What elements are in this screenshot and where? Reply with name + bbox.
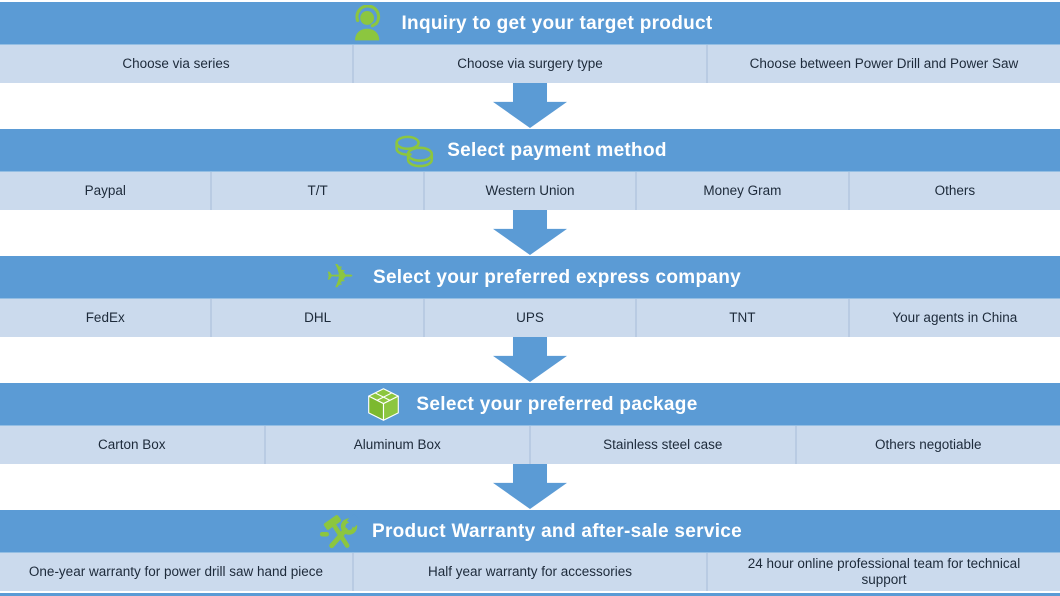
option-label: Stainless steel case [603,436,723,452]
option-label: Others negotiable [874,436,982,452]
bottom-border [0,593,1060,596]
option-cell: FedEx [0,299,211,337]
flow-connector [0,210,1060,256]
options-row-express: FedEx DHL UPS TNT Your agents in China [0,299,1060,337]
section-title: Select payment method [447,139,667,161]
option-label: Choose via series [122,55,230,71]
down-arrow-icon [493,337,567,382]
option-label: T/T [307,182,328,198]
option-cell: Aluminum Box [265,426,529,464]
option-label: Carton Box [97,436,166,452]
tools-icon [318,511,360,553]
option-cell: Choose via series [0,45,352,83]
option-cell: Others [849,172,1060,210]
option-label: FedEx [85,309,125,325]
section-title: Select your preferred package [416,393,698,415]
section-header-express: ✈ Select your preferred express company [0,256,1060,299]
section-header-inquiry: Inquiry to get your target product [0,2,1060,45]
option-label: DHL [304,309,332,325]
bottom-padding [0,591,1060,593]
option-label: Choose between Power Drill and Power Saw [749,55,1019,71]
option-cell: Paypal [0,172,211,210]
flow-connector [0,337,1060,383]
option-label: Western Union [485,182,575,198]
option-cell: One-year warranty for power drill saw ha… [0,553,352,591]
airplane-icon: ✈ [325,257,355,296]
options-row-payment: Paypal T/T Western Union Money Gram Others [0,172,1060,210]
section-header-warranty: Product Warranty and after-sale service [0,510,1060,553]
option-cell: Money Gram [637,172,848,210]
option-label: Aluminum Box [353,436,441,452]
down-arrow-icon [493,83,567,128]
option-cell: Half year warranty for accessories [354,553,706,591]
coins-icon [393,130,435,172]
flow-connector [0,464,1060,510]
option-cell: UPS [424,299,636,337]
option-cell: 24 hour online professional team for tec… [708,553,1060,591]
option-cell: Others negotiable [796,426,1060,464]
option-cell: T/T [212,172,423,210]
option-label: UPS [516,309,544,325]
section-title: Product Warranty and after-sale service [371,520,743,542]
section-header-package: Select your preferred package [0,383,1060,426]
option-label: Money Gram [703,182,782,198]
section-header-payment: Select payment method [0,129,1060,172]
flow-connector [0,83,1060,129]
option-cell: TNT [637,299,848,337]
options-row-warranty: One-year warranty for power drill saw ha… [0,553,1060,591]
option-label: Others [934,182,976,198]
option-cell: Western Union [424,172,636,210]
options-row-inquiry: Choose via series Choose via surgery type… [0,45,1060,83]
option-label: TNT [729,309,756,325]
option-cell: DHL [212,299,423,337]
option-cell: Your agents in China [849,299,1060,337]
down-arrow-icon [493,464,567,509]
option-label: Choose via surgery type [457,55,603,71]
option-cell: Carton Box [0,426,264,464]
section-title: Select your preferred express company [372,266,742,288]
option-cell: Choose between Power Drill and Power Saw [708,45,1060,83]
option-cell: Stainless steel case [531,426,795,464]
section-title: Inquiry to get your target product [401,12,713,34]
option-label: 24 hour online professional team for tec… [747,555,1021,587]
support-agent-icon [347,3,389,45]
down-arrow-icon [493,210,567,255]
option-cell: Choose via surgery type [354,45,706,83]
option-label: Your agents in China [892,309,1018,325]
option-label: Paypal [84,182,126,198]
option-label: One-year warranty for power drill saw ha… [28,563,324,579]
option-label: Half year warranty for accessories [427,563,633,579]
options-row-package: Carton Box Aluminum Box Stainless steel ca… [0,426,1060,464]
package-box-icon [362,384,404,426]
